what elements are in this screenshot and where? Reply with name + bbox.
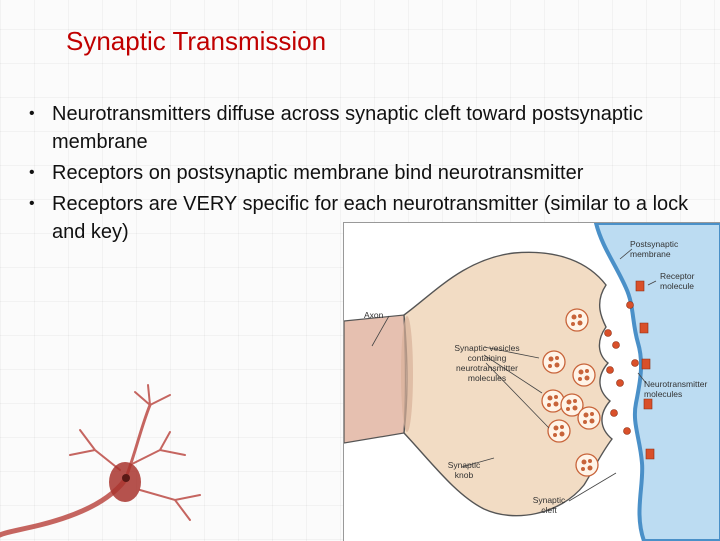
vesicle [560,393,584,417]
vesicle [541,389,565,413]
neurotransmitter-molecule [623,427,631,435]
postsynaptic-cell [593,223,720,541]
vesicles-label: Synaptic vesicles containing neurotransm… [454,343,520,383]
axon-label: Axon [364,310,384,320]
receptor [639,322,649,334]
neurotransmitter-molecules-label: Neurotransmitter molecules [644,379,708,399]
bullet-item: • Neurotransmitters diffuse across synapt… [26,100,706,156]
neuron-cell-body [109,462,141,502]
synaptic-knob [403,251,613,517]
vesicle [572,363,596,387]
receptor [635,280,645,292]
neurotransmitter-molecule [626,301,634,309]
bullet-item: • Receptors on postsynaptic membrane bind… [26,159,706,187]
synaptic-cleft-label: Synaptic cleft [532,495,566,515]
receptor-molecule-label: Receptor molecule [660,271,695,291]
receptor [645,448,655,460]
neuron-decoration [0,384,201,538]
bullet-dot: • [29,105,35,122]
bullet-text: Neurotransmitters diffuse across synapti… [52,103,643,153]
bullet-dot: • [29,164,35,181]
receptor [643,398,653,410]
neurotransmitter-molecule [612,341,620,349]
bullet-item: • Receptors are VERY specific for each ne… [26,190,706,246]
neurotransmitter-molecule [604,329,612,337]
vesicle [547,419,571,443]
neurotransmitter-molecule [631,359,639,367]
neurotransmitter-molecule [606,366,614,374]
bullet-text: Receptors on postsynaptic membrane bind … [52,162,584,184]
postsynaptic-membrane-label: Postsynaptic membrane [630,239,679,259]
bullet-text: Receptors are VERY specific for each neu… [52,193,689,243]
bullet-dot: • [29,195,35,212]
synaptic-knob-label: Synaptic knob [447,460,481,480]
slide-title: Synaptic Transmission [66,26,327,56]
vesicle [565,308,589,332]
synapse-diagram: Axon Synaptic vesicles containing neurot… [343,222,720,541]
vesicle [577,406,601,430]
neurotransmitter-molecule [610,409,618,417]
neurotransmitter-molecule [616,379,624,387]
vesicle [542,350,566,374]
axon [344,314,407,444]
bullet-list: • Neurotransmitters diffuse across synapt… [26,100,706,249]
vesicle [575,453,599,477]
receptor [641,358,651,370]
